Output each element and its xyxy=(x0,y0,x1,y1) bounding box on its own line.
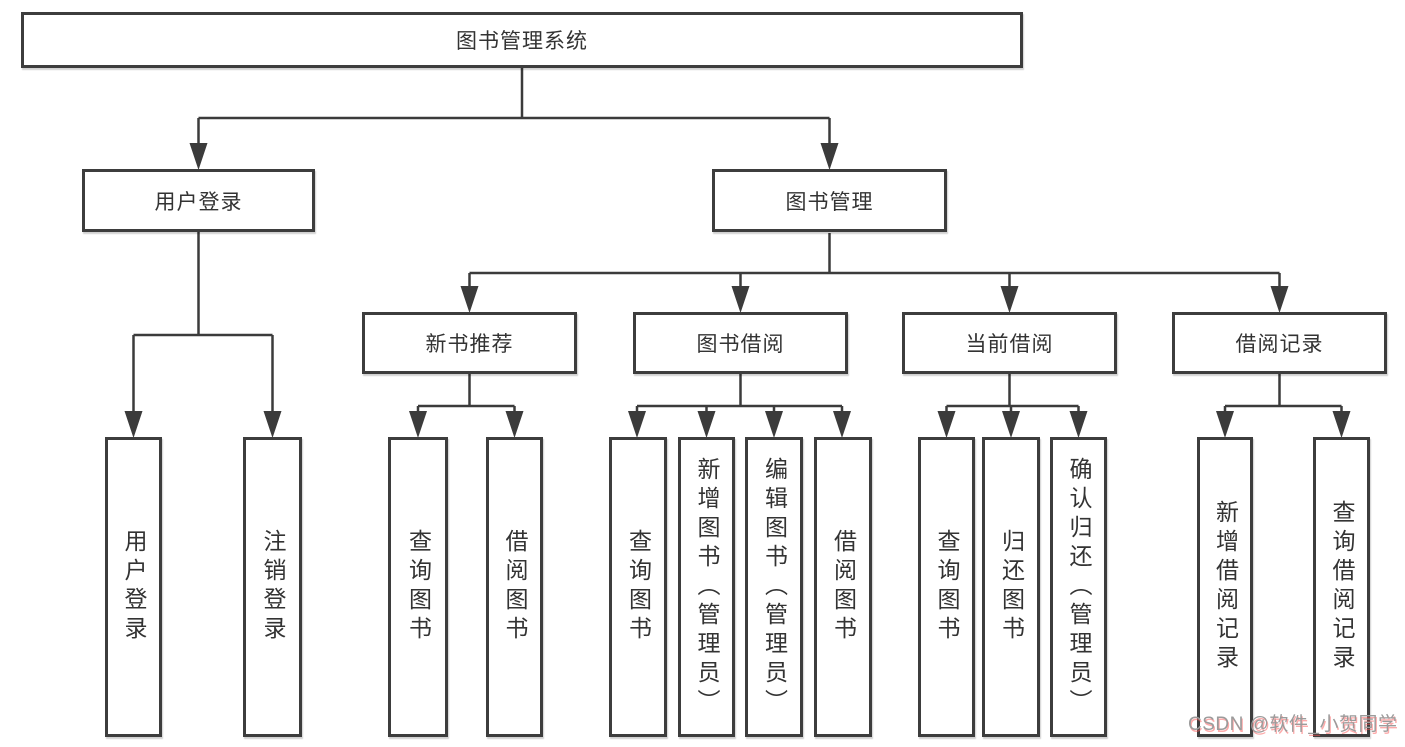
leaf-query-books-current: 查询图书 xyxy=(918,437,975,737)
node-label: 当前借阅 xyxy=(965,333,1054,356)
arrowhead-icon xyxy=(409,411,427,438)
arrowhead-icon xyxy=(460,286,479,313)
connector-newbook-children xyxy=(416,374,516,420)
connector-bookmgmt-children xyxy=(468,233,1281,295)
node-label: 确认归还（管理员） xyxy=(1066,456,1092,718)
node-label: 查询借阅记录 xyxy=(1329,500,1355,674)
node-label: 查询图书 xyxy=(625,529,652,645)
arrowhead-icon xyxy=(189,143,208,170)
leaf-borrow-books-recommend: 借阅图书 xyxy=(486,437,543,737)
node-label: 图书管理系统 xyxy=(456,30,588,53)
arrowhead-icon xyxy=(820,143,839,170)
csdn-watermark: CSDN @软件_小贺同学 xyxy=(1188,714,1398,735)
arrowhead-icon xyxy=(1000,286,1019,313)
connector-userlogin-children xyxy=(132,232,274,420)
node-new-book-recommend: 新书推荐 xyxy=(362,312,577,374)
arrowheads xyxy=(124,143,1351,438)
node-label: 借阅图书 xyxy=(830,529,857,645)
connector-strokes xyxy=(132,68,1343,420)
arrowhead-icon xyxy=(1002,411,1020,438)
node-label: 图书管理 xyxy=(785,190,874,214)
node-root-system: 图书管理系统 xyxy=(21,12,1023,68)
arrowhead-icon xyxy=(1332,411,1351,438)
node-book-management: 图书管理 xyxy=(712,169,947,232)
connector-records-children xyxy=(1223,374,1343,420)
arrowhead-icon xyxy=(697,411,716,438)
leaf-query-books-borrow: 查询图书 xyxy=(609,437,667,737)
arrowhead-icon xyxy=(833,411,851,438)
arrowhead-icon xyxy=(505,411,524,438)
leaf-query-books-recommend: 查询图书 xyxy=(388,437,448,737)
leaf-user-login: 用户登录 xyxy=(105,437,162,737)
leaf-borrow-books: 借阅图书 xyxy=(814,437,872,737)
connector-bookborrow-children xyxy=(635,374,844,420)
node-label: 查询图书 xyxy=(405,529,432,645)
leaf-add-book-admin: 新增图书（管理员） xyxy=(678,437,735,737)
node-label: 编辑图书（管理员） xyxy=(761,456,788,718)
arrowhead-icon xyxy=(1069,411,1088,438)
node-label: 新书推荐 xyxy=(425,333,514,356)
leaf-logout: 注销登录 xyxy=(243,437,302,737)
connector-root-to-level2 xyxy=(197,68,831,152)
node-borrow-records: 借阅记录 xyxy=(1172,312,1387,374)
node-label: 新增图书（管理员） xyxy=(694,456,720,718)
node-label: 图书借阅 xyxy=(696,333,785,356)
leaf-edit-book-admin: 编辑图书（管理员） xyxy=(745,437,803,737)
arrowhead-icon xyxy=(1270,286,1289,313)
arrowhead-icon xyxy=(628,411,646,438)
node-label: 用户登录 xyxy=(154,190,243,214)
node-label: 新增借阅记录 xyxy=(1212,500,1239,674)
node-current-borrow: 当前借阅 xyxy=(902,312,1117,374)
leaf-return-book: 归还图书 xyxy=(982,437,1040,737)
node-label: 归还图书 xyxy=(998,529,1025,645)
node-label: 查询图书 xyxy=(934,529,960,645)
arrowhead-icon xyxy=(765,411,783,438)
node-label: 用户登录 xyxy=(121,529,147,645)
node-book-borrow: 图书借阅 xyxy=(633,312,848,374)
leaf-add-borrow-record: 新增借阅记录 xyxy=(1197,437,1253,737)
node-label: 借阅记录 xyxy=(1235,333,1324,356)
node-label: 借阅图书 xyxy=(502,529,528,645)
leaf-confirm-return-admin: 确认归还（管理员） xyxy=(1050,437,1107,737)
arrowhead-icon xyxy=(731,286,750,313)
leaf-query-borrow-record: 查询借阅记录 xyxy=(1313,437,1370,737)
node-user-login: 用户登录 xyxy=(82,169,315,232)
node-label: 注销登录 xyxy=(260,529,286,645)
arrowhead-icon xyxy=(124,411,143,438)
arrowhead-icon xyxy=(263,411,282,438)
arrowhead-icon xyxy=(937,411,956,438)
arrowhead-icon xyxy=(1216,411,1234,438)
